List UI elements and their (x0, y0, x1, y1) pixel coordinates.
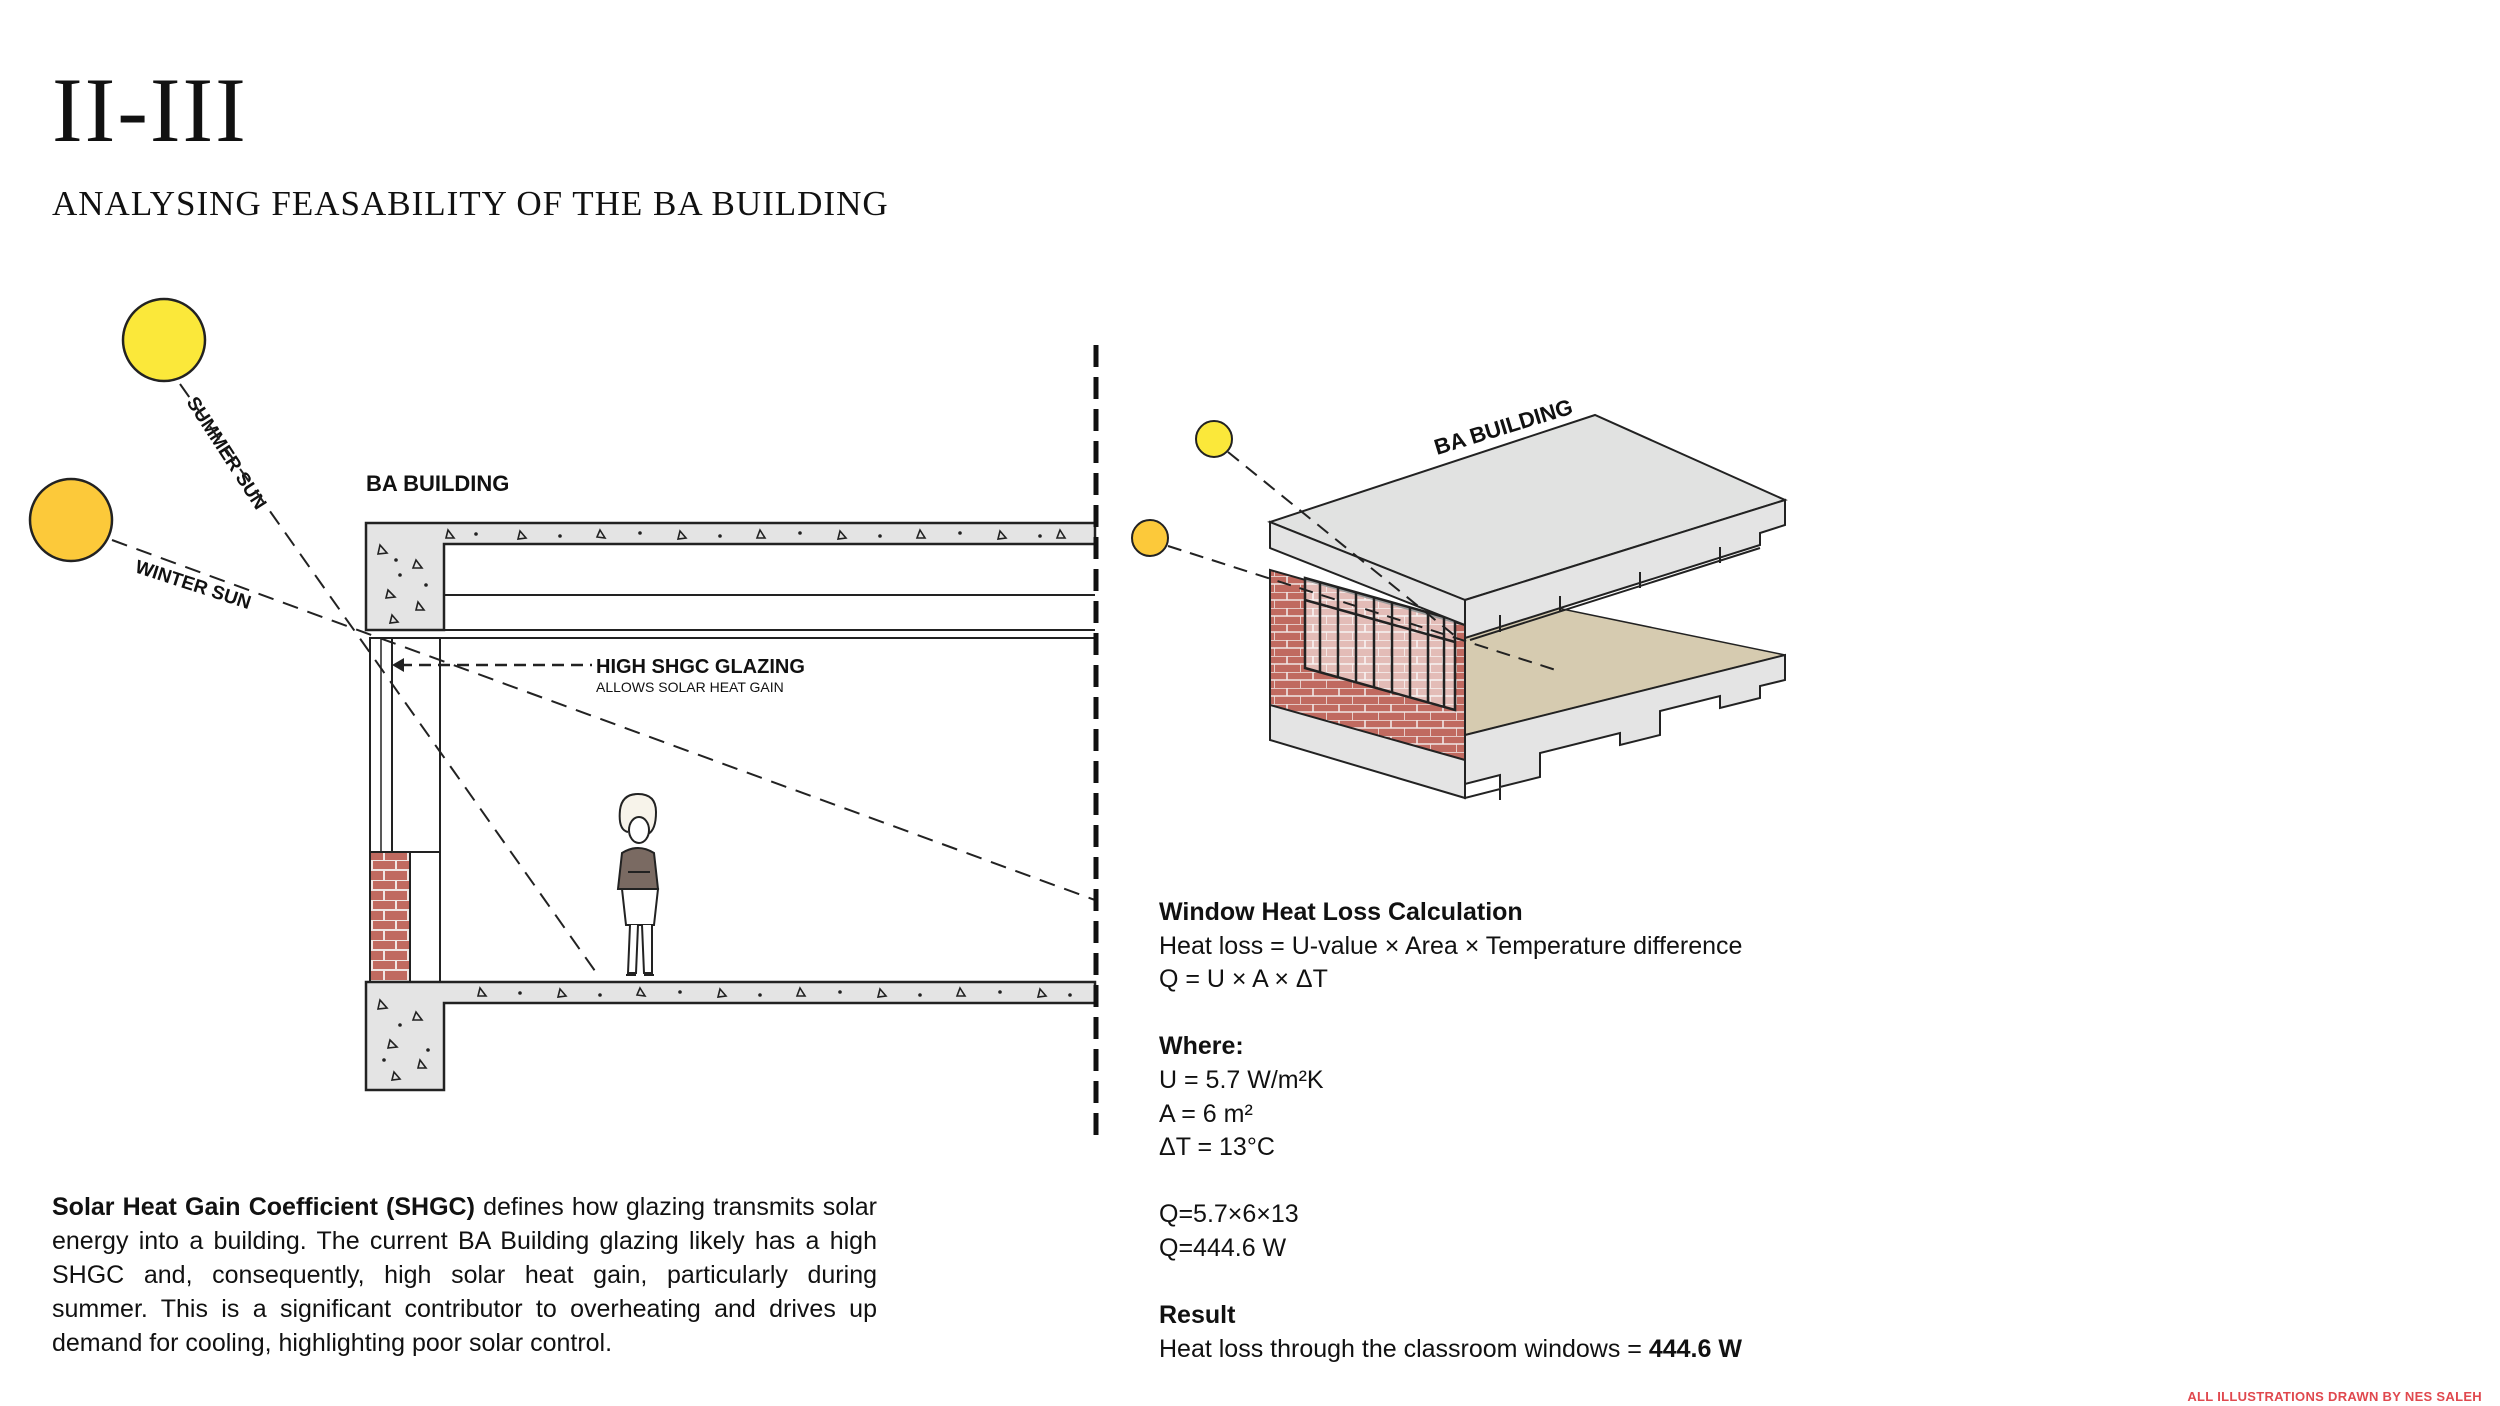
calc-result-text: Heat loss through the classroom windows … (1159, 1334, 1649, 1363)
calc-result: Heat loss through the classroom windows … (1159, 1333, 1742, 1367)
heat-loss-calculation: Window Heat Loss Calculation Heat loss =… (1159, 896, 1742, 1366)
building-section-diagram: SUMMER SUN WINTER SUN BA BUILDING (28, 297, 1099, 1140)
shgc-description: Solar Heat Gain Coefficient (SHGC) defin… (52, 1190, 877, 1360)
axon-summer-sun-ray (1227, 451, 1461, 641)
axon-winter-sun-icon (1131, 519, 1169, 557)
calc-u-value: U = 5.7 W/m²K (1159, 1065, 1324, 1094)
calc-formula-symbols: Q = U × A × ΔT (1159, 965, 1328, 994)
winter-sun-ray (111, 539, 1096, 901)
calc-answer: Q=444.6 W (1159, 1233, 1287, 1262)
summer-sun-ray (179, 383, 601, 979)
winter-sun-icon (28, 477, 114, 563)
calc-delta-t: ΔT = 13°C (1159, 1133, 1275, 1162)
glazing-label: HIGH SHGC GLAZING (596, 656, 805, 678)
illustration-credit: ALL ILLUSTRATIONS DRAWN BY NES SALEH (2187, 1389, 2482, 1404)
glazing-callout (392, 658, 592, 672)
calc-where-label: Where: (1159, 1032, 1244, 1061)
calc-area: A = 6 m² (1159, 1099, 1253, 1128)
summer-sun-icon (121, 297, 207, 383)
calc-result-label: Result (1159, 1301, 1236, 1330)
floor-slab (364, 980, 1097, 1092)
page-subtitle: ANALYSING FEASABILITY OF THE BA BUILDING (52, 184, 889, 223)
section-number: II-III (52, 59, 248, 161)
window-glazing (369, 637, 441, 982)
shgc-bold-lead: Solar Heat Gain Coefficient (SHGC) (52, 1193, 475, 1221)
brick-wall (369, 851, 411, 983)
section-building-label: BA BUILDING (366, 471, 509, 496)
axon-roof-slab (1267, 413, 1788, 641)
calc-substitution: Q=5.7×6×13 (1159, 1200, 1299, 1229)
calc-formula-words: Heat loss = U-value × Area × Temperature… (1159, 931, 1743, 960)
axon-summer-sun-icon (1195, 420, 1233, 458)
person-figure (616, 792, 660, 976)
calc-title: Window Heat Loss Calculation (1159, 898, 1523, 926)
calc-result-value: 444.6 W (1648, 1334, 1742, 1363)
shgc-body: defines how glazing transmits solar ener… (52, 1193, 877, 1357)
glazing-note: ALLOWS SOLAR HEAT GAIN (596, 679, 784, 695)
summer-sun-label: SUMMER SUN (182, 393, 270, 513)
roof-slab (364, 521, 1097, 639)
axonometric-building-diagram: BA BUILDING (1131, 394, 1788, 800)
